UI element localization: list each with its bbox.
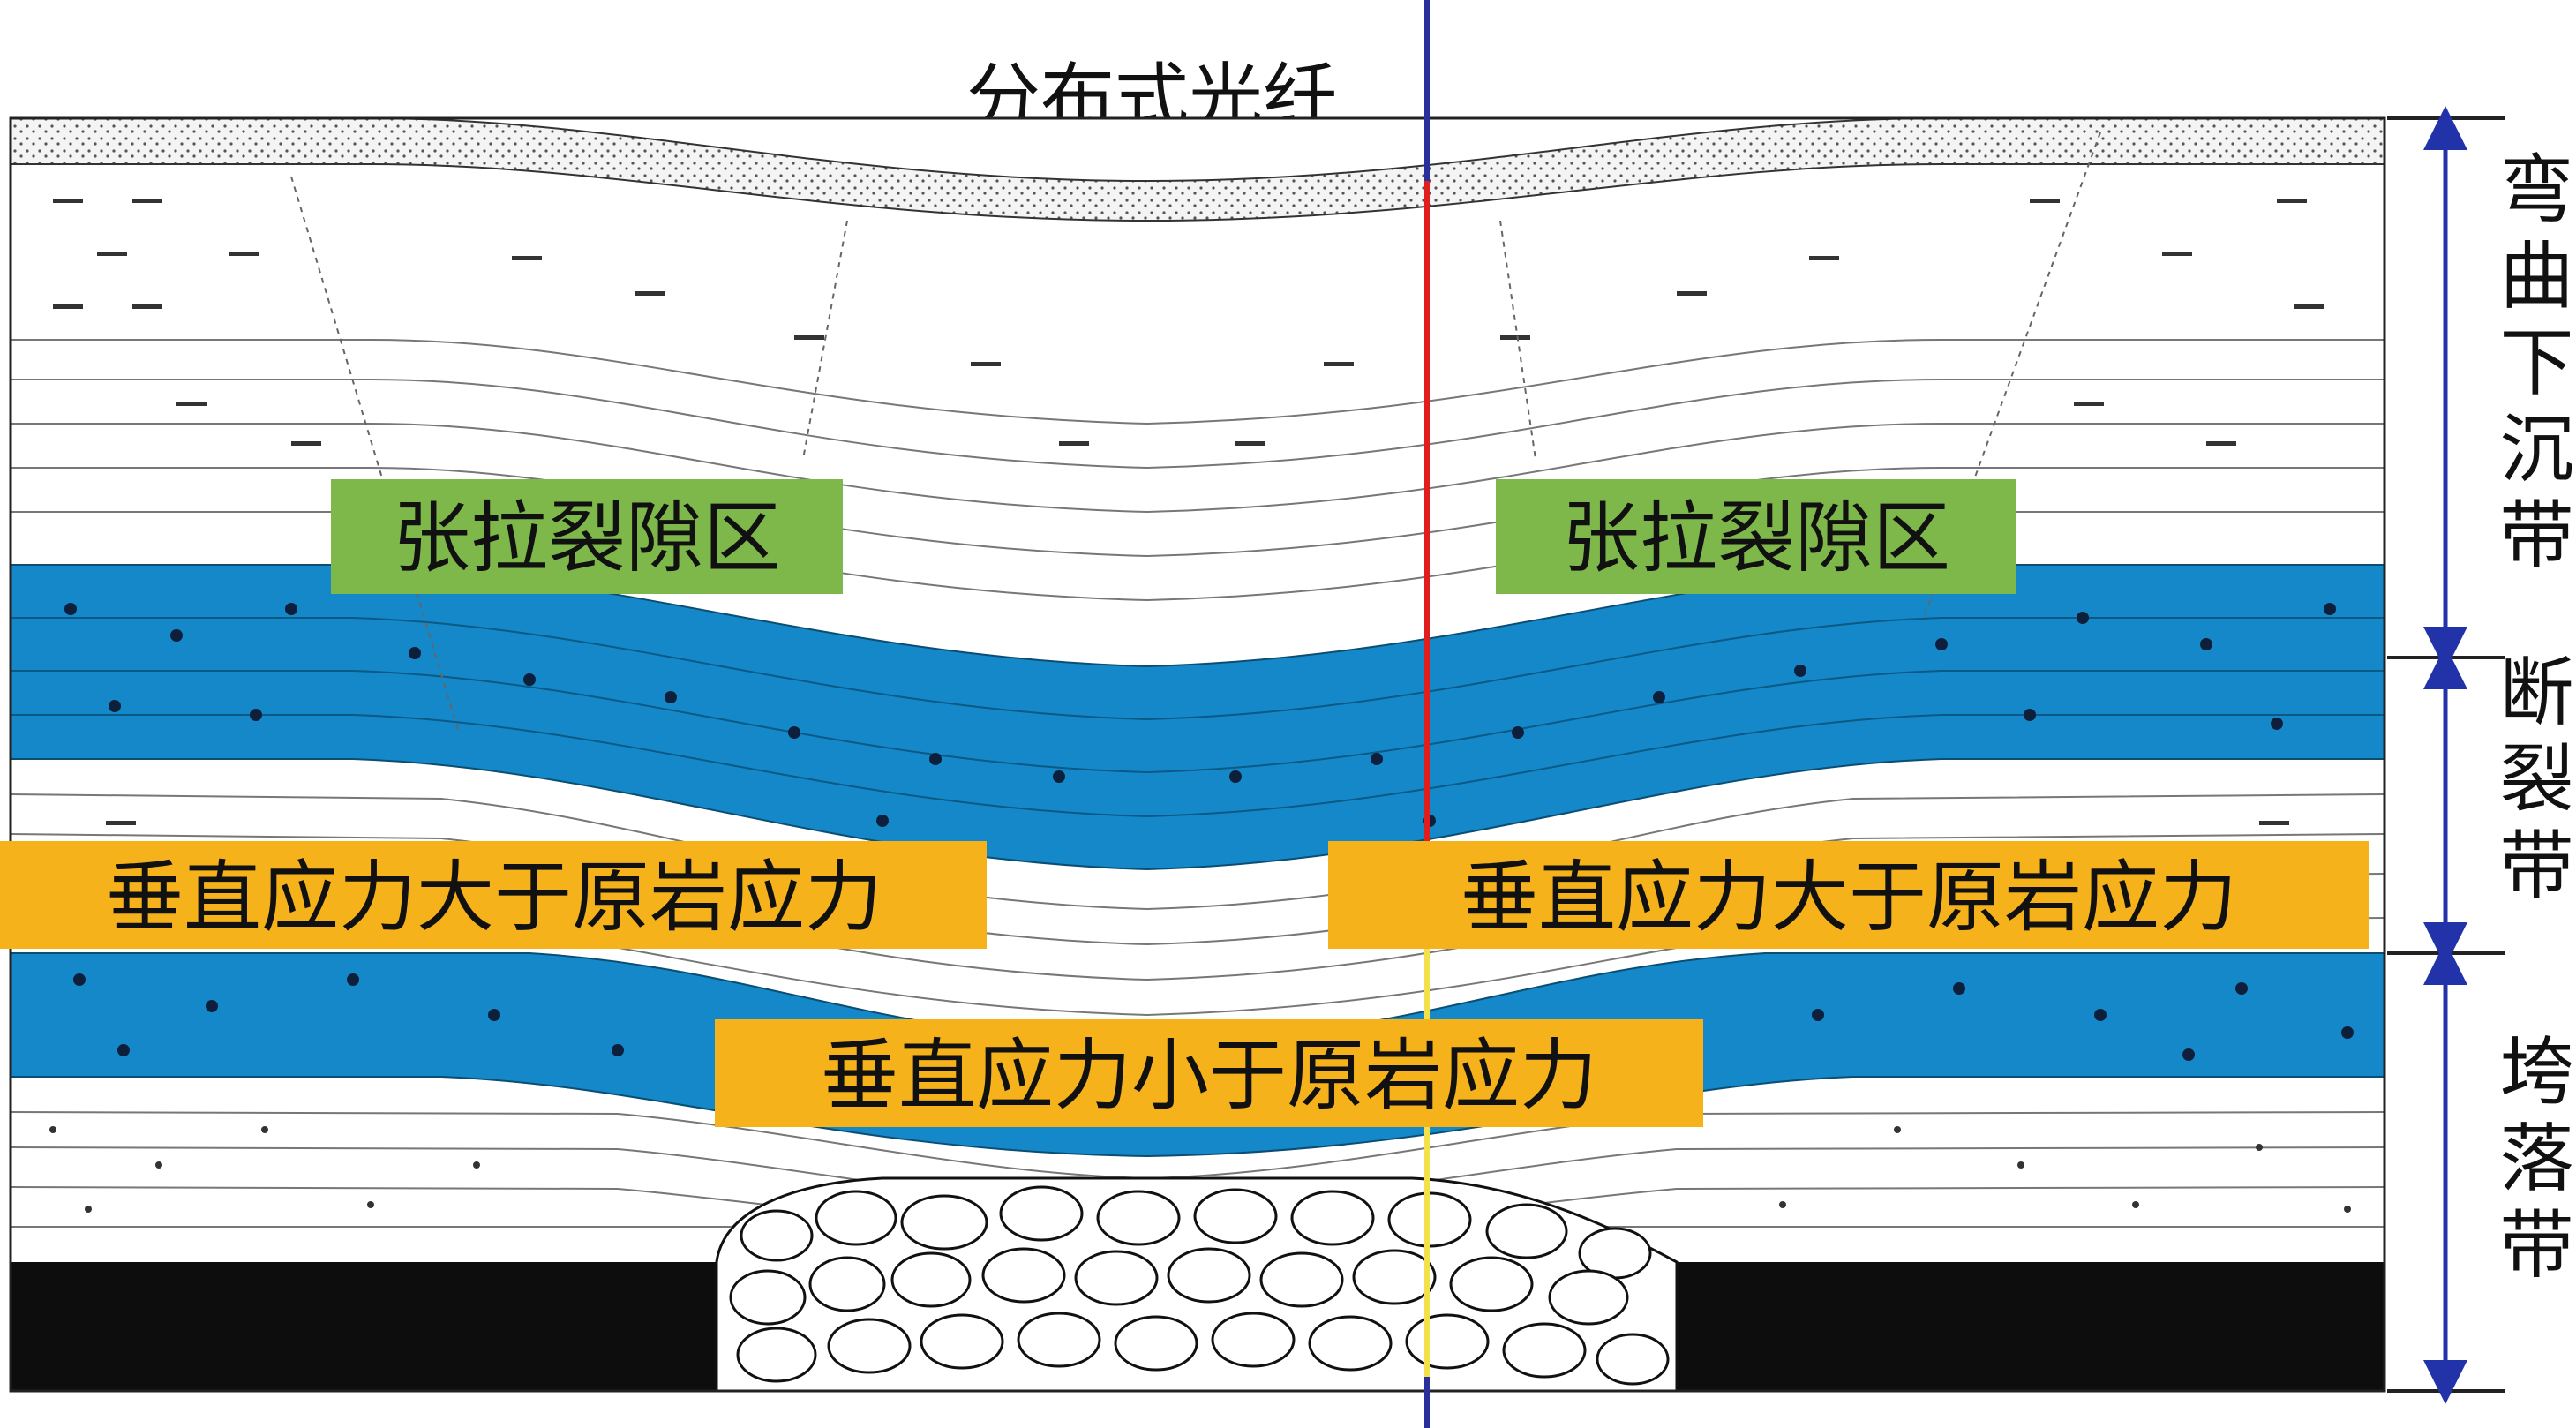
tension-zone-label-left: 张拉裂隙区 — [393, 492, 781, 583]
stress-greater-label-left: 垂直应力大于原岩应力 — [106, 852, 882, 943]
bending-zone-label: 弯曲下沉带 — [2488, 150, 2574, 582]
stress-greater-box-right: 垂直应力大于原岩应力 — [1328, 841, 2369, 949]
surface-sand-layer — [11, 118, 2384, 222]
coal-seam-right — [1677, 1262, 2384, 1391]
caving-zone-label: 垮落带 — [2488, 1033, 2574, 1292]
lower-sandstone-dots — [49, 1126, 2351, 1213]
coal-seam-left — [11, 1262, 717, 1391]
fracture-zone-label: 断裂带 — [2488, 653, 2574, 913]
section-frame — [9, 116, 2386, 1393]
tension-zone-box-left: 张拉裂隙区 — [331, 479, 843, 594]
upper-aquifer-bedding — [11, 617, 2384, 818]
goaf-rubble — [715, 1176, 1679, 1391]
stress-greater-label-right: 垂直应力大于原岩应力 — [1461, 852, 2237, 943]
upper-aquifer-dots — [64, 603, 2336, 827]
strata-section — [11, 118, 2384, 1391]
fracture-boundary-lines — [290, 132, 2101, 733]
stress-less-box: 垂直应力小于原岩应力 — [715, 1019, 1703, 1127]
upper-fill-marks — [53, 199, 2324, 825]
stress-less-label: 垂直应力小于原岩应力 — [821, 1030, 1597, 1121]
tension-zone-box-right: 张拉裂隙区 — [1496, 479, 2016, 594]
stress-greater-box-left: 垂直应力大于原岩应力 — [0, 841, 987, 949]
tension-zone-label-right: 张拉裂隙区 — [1562, 492, 1950, 583]
